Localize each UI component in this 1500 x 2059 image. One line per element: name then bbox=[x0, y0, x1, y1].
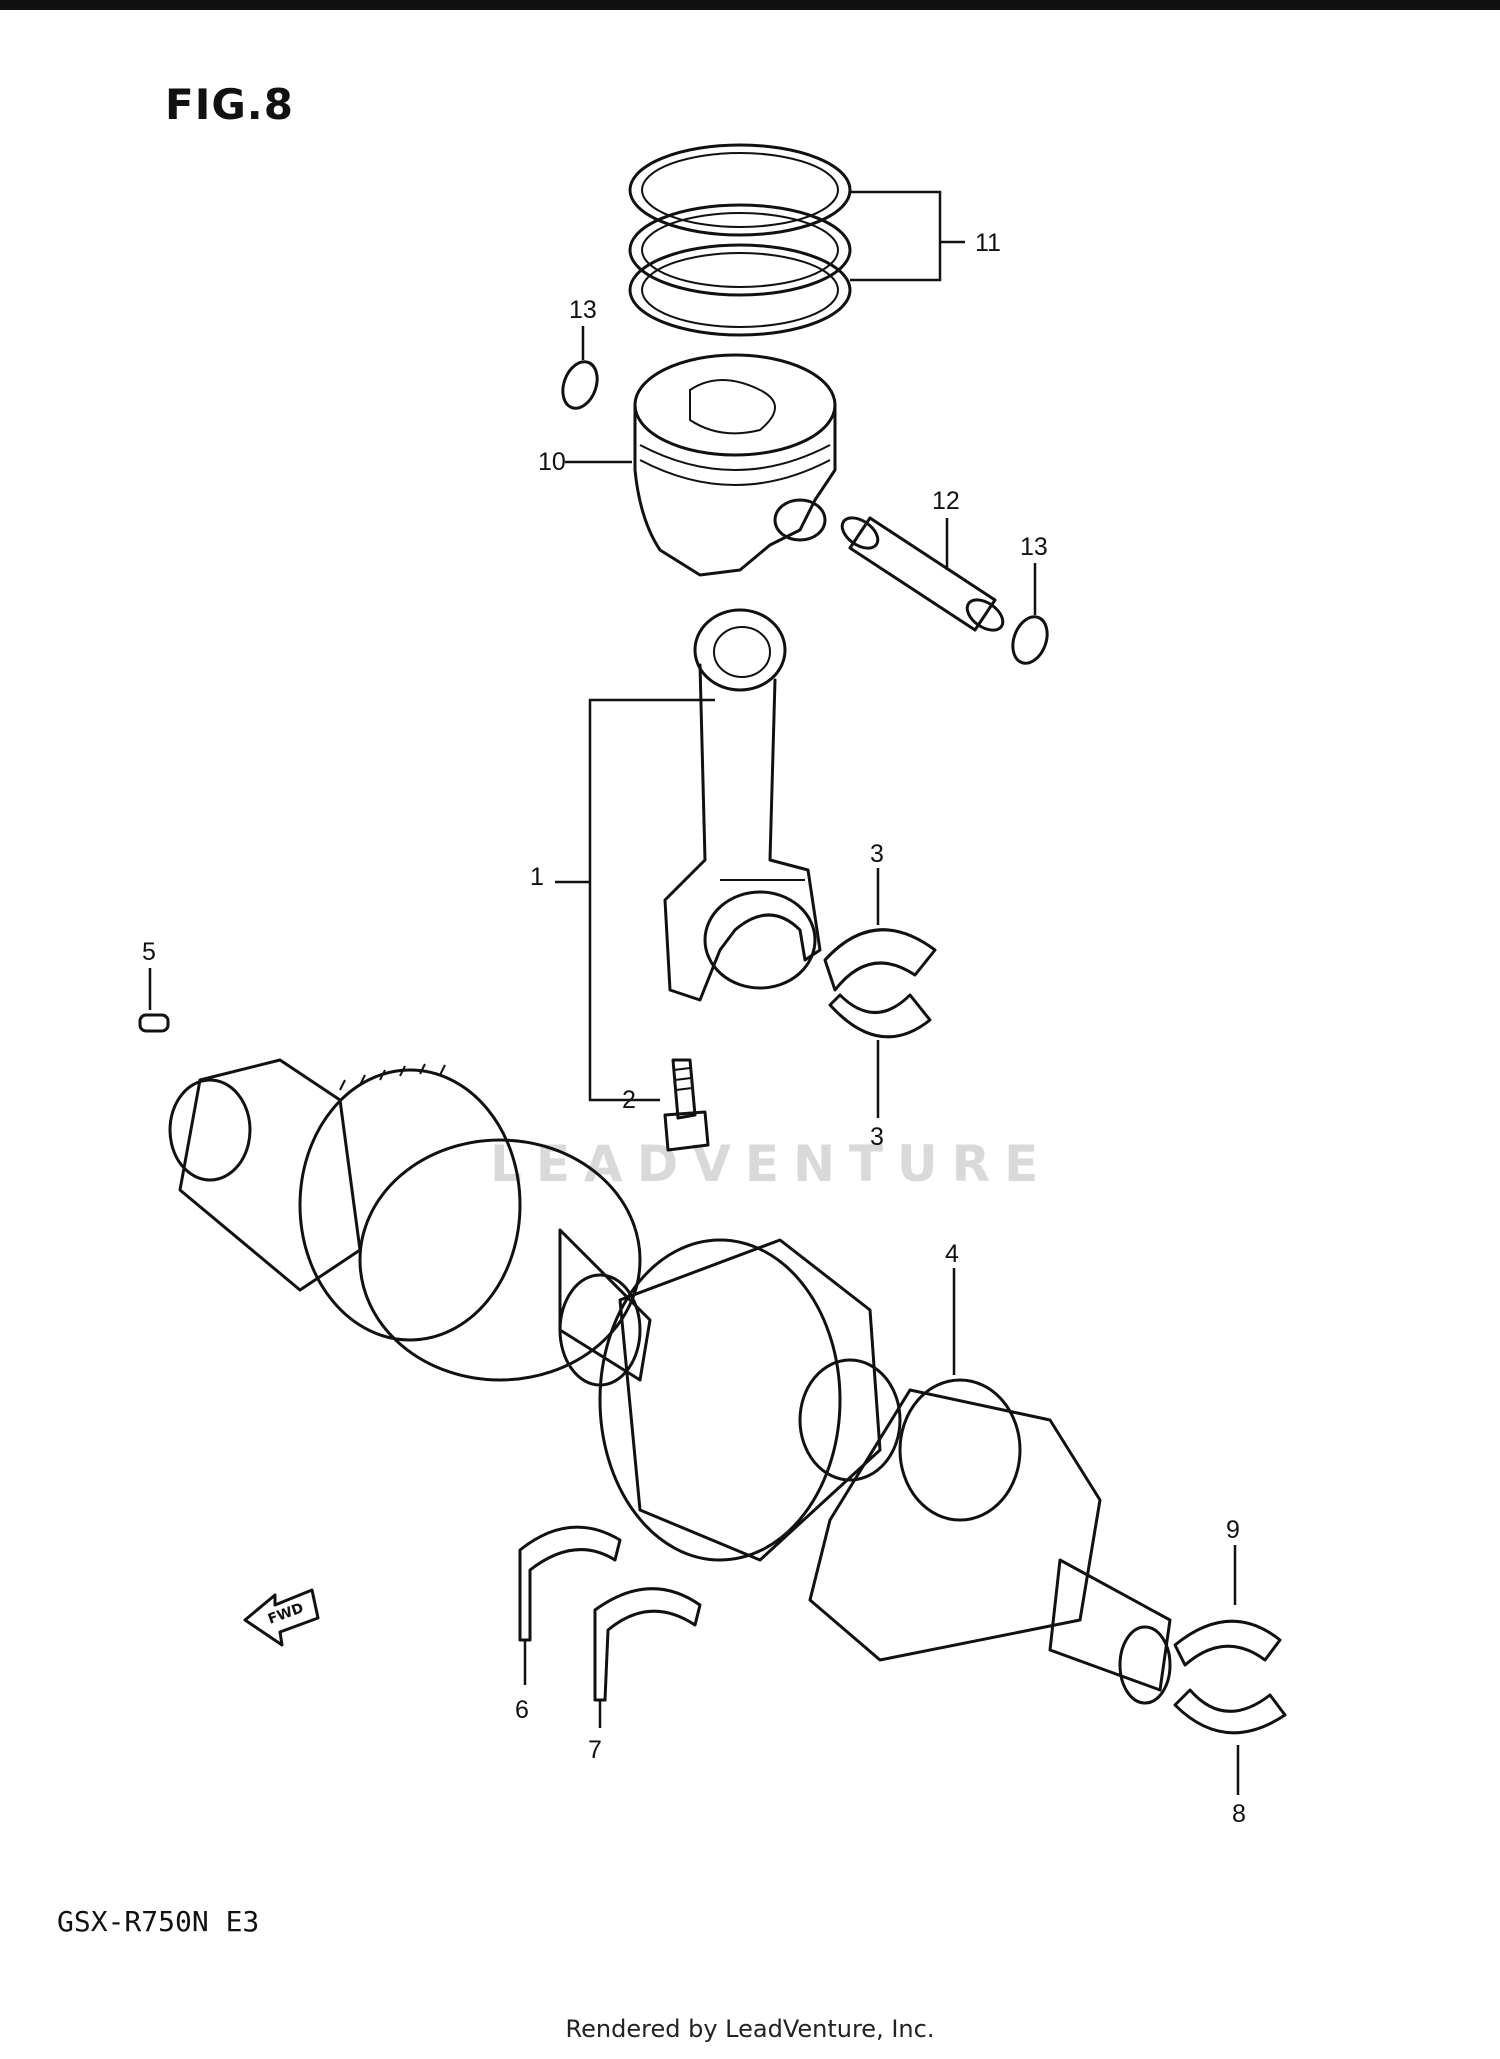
leader-11 bbox=[850, 190, 965, 282]
model-code: GSX-R750N E3 bbox=[57, 1905, 260, 1938]
leader-1-2 bbox=[555, 698, 715, 1102]
main-bearing-upper[interactable] bbox=[1173, 1619, 1282, 1667]
callout-1: 1 bbox=[530, 863, 544, 891]
callout-13-left: 13 bbox=[569, 296, 597, 324]
dowel-pin[interactable] bbox=[138, 1013, 170, 1033]
callout-4: 4 bbox=[945, 1240, 959, 1268]
rod-bearing-upper[interactable] bbox=[823, 928, 937, 992]
callout-2: 2 bbox=[622, 1086, 636, 1114]
rod-bolt[interactable] bbox=[663, 1058, 710, 1152]
circlip-left[interactable] bbox=[557, 357, 603, 413]
callout-3-upper: 3 bbox=[870, 840, 884, 868]
callout-6: 6 bbox=[515, 1696, 529, 1724]
thrust-washer-7[interactable] bbox=[593, 1587, 702, 1702]
callout-10: 10 bbox=[538, 448, 566, 476]
figure-title: FIG.8 bbox=[165, 80, 294, 129]
piston-rings[interactable] bbox=[628, 143, 852, 337]
rod-bearing-lower[interactable] bbox=[828, 993, 932, 1039]
callout-3-lower: 3 bbox=[870, 1123, 884, 1151]
callout-8: 8 bbox=[1232, 1800, 1246, 1828]
fwd-arrow: FWD bbox=[243, 1588, 320, 1647]
callout-13-right: 13 bbox=[1020, 533, 1048, 561]
piston[interactable] bbox=[633, 353, 837, 577]
callout-11: 11 bbox=[975, 229, 1001, 257]
circlip-right[interactable] bbox=[1007, 612, 1053, 668]
crankshaft[interactable] bbox=[168, 1058, 1172, 1705]
callout-5: 5 bbox=[142, 938, 156, 966]
piston-pin[interactable] bbox=[837, 512, 1009, 637]
main-bearing-lower[interactable] bbox=[1173, 1688, 1287, 1735]
connecting-rod[interactable] bbox=[663, 608, 822, 1002]
top-border bbox=[0, 0, 1500, 10]
callout-9: 9 bbox=[1226, 1516, 1240, 1544]
thrust-washer-6[interactable] bbox=[518, 1525, 622, 1642]
callout-12: 12 bbox=[932, 487, 960, 515]
footer-credit: Rendered by LeadVenture, Inc. bbox=[565, 2015, 935, 2043]
callout-7: 7 bbox=[588, 1736, 602, 1764]
